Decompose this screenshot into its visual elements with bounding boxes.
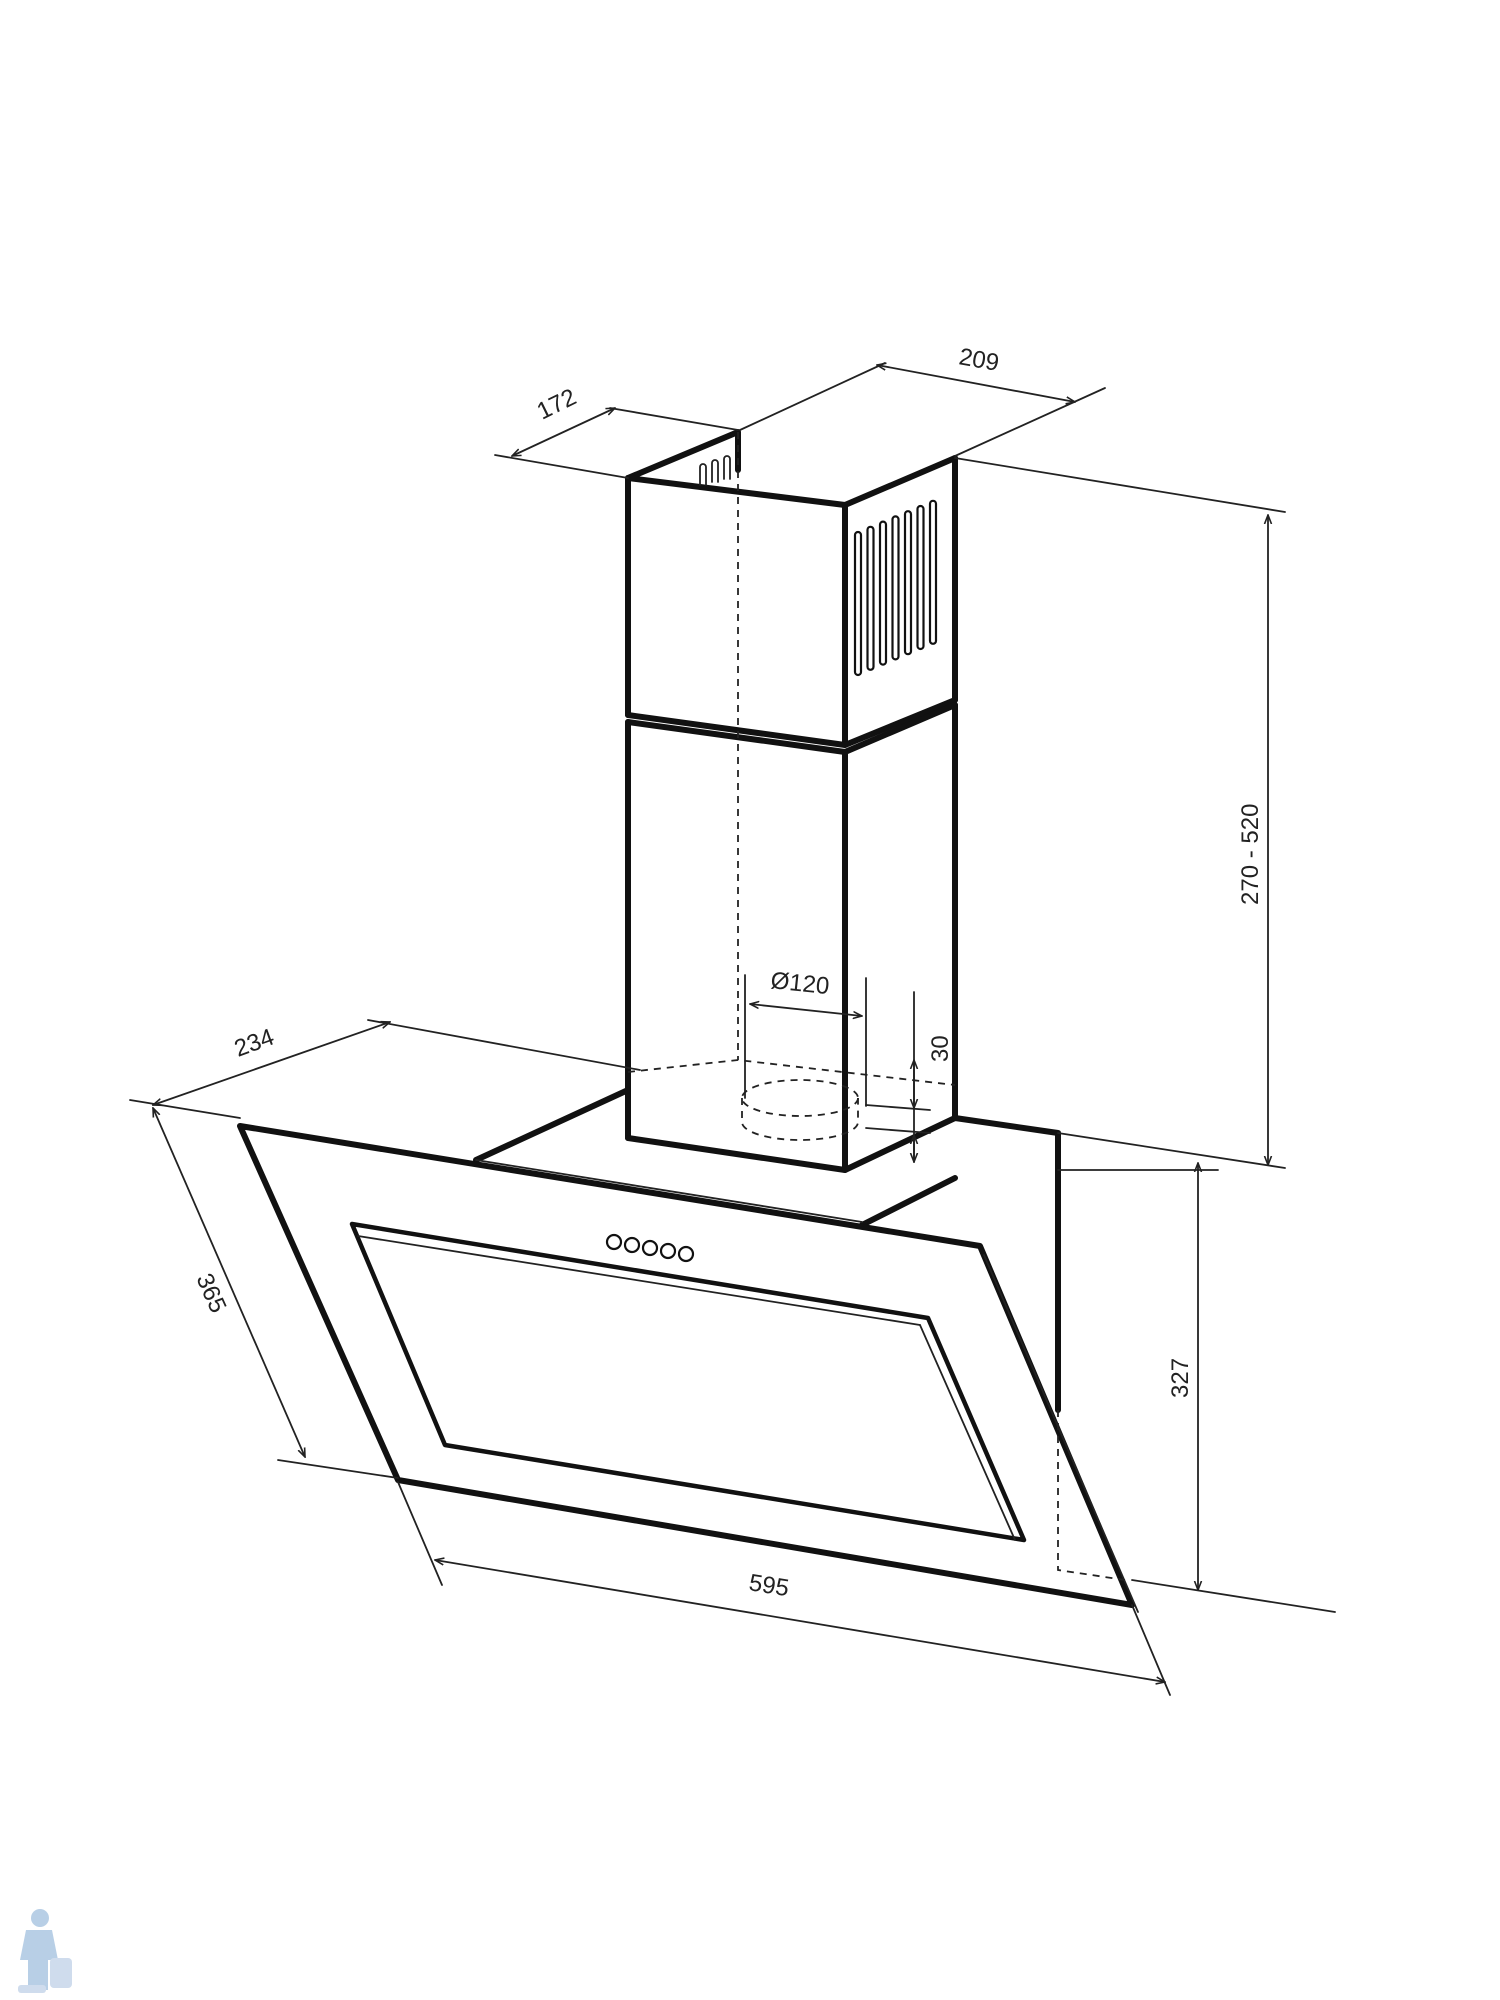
dim-30-label: 30 [927, 1035, 954, 1062]
dim-327-label: 327 [1167, 1358, 1194, 1398]
control-button-4[interactable] [659, 1242, 677, 1260]
vent-slot [866, 525, 875, 671]
dim-595-label: 595 [747, 1569, 791, 1602]
chimney-upper-section [625, 429, 958, 748]
dim-d120-label: Ø120 [769, 967, 830, 1000]
vent-slot [903, 510, 913, 656]
dimension-365: 365 [153, 1108, 399, 1479]
dim-270-520-label: 270 - 520 [1237, 804, 1264, 905]
hood-body [237, 1087, 1139, 1613]
dimension-595: 595 [397, 1481, 1171, 1696]
plumber-watermark-icon [18, 1909, 72, 1993]
dimension-327: 327 [1057, 1163, 1336, 1613]
dim-234-label: 234 [231, 1024, 278, 1063]
dimension-d120: Ø120 [750, 967, 862, 1016]
vent-slot [928, 499, 938, 645]
dimension-234: 234 [129, 1019, 641, 1119]
vent-slot [878, 520, 888, 666]
vent-slot [916, 504, 925, 651]
vent-slot [891, 515, 900, 661]
control-button-1[interactable] [605, 1233, 623, 1251]
control-button-3[interactable] [641, 1239, 659, 1257]
control-button-2[interactable] [623, 1236, 641, 1254]
dimension-270-520: 270 - 520 [954, 457, 1286, 1169]
dimension-209: 209 [739, 343, 1106, 457]
vent-slot [853, 530, 863, 677]
dimension-30: 30 [865, 991, 954, 1162]
dim-172-label: 172 [533, 384, 581, 426]
vent-slots-icon [853, 499, 938, 677]
dim-209-label: 209 [957, 343, 1001, 377]
rear-vent-slots [699, 455, 731, 486]
chimney-lower-section [625, 432, 958, 1173]
control-button-5[interactable] [677, 1245, 695, 1263]
control-buttons [605, 1233, 695, 1263]
dim-365-label: 365 [191, 1269, 232, 1317]
duct-outlet [741, 974, 867, 1141]
